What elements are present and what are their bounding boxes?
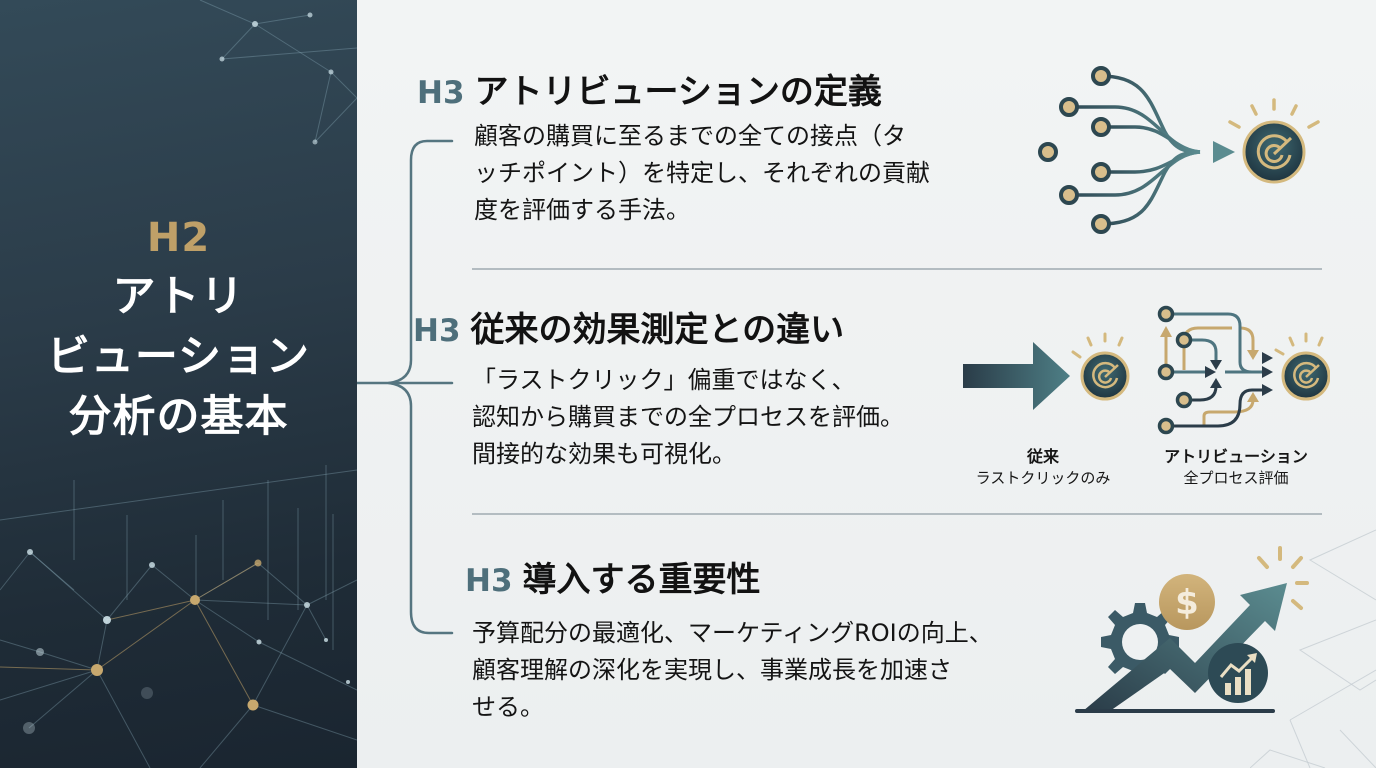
attribution-sublabel: 全プロセス評価 bbox=[1183, 469, 1289, 487]
section-3-body: 予算配分の最適化、マーケティングROIの向上、 顧客理解の深化を実現し、事業成長… bbox=[472, 619, 993, 721]
content-background bbox=[357, 0, 1376, 768]
bracket-connector-icon bbox=[357, 139, 454, 635]
section-2-title: 従来の効果測定との違い bbox=[470, 310, 845, 350]
attribution-label: アトリビューション bbox=[1164, 447, 1308, 466]
section-2-heading: H3 従来の効果測定との違い bbox=[413, 302, 844, 351]
section-divider bbox=[472, 513, 1322, 515]
h2-title: アトリ ビューション 分析の基本 bbox=[46, 272, 311, 442]
traditional-label: 従来 bbox=[1026, 447, 1059, 466]
section-3-title: 導入する重要性 bbox=[522, 560, 761, 600]
section-3-heading: H3 導入する重要性 bbox=[465, 552, 761, 601]
section-1-body: 顧客の購買に至るまでの全ての接点（タ ッチポイント）を特定し、それぞれの貢献 度… bbox=[474, 122, 930, 224]
touchpoints-converging-to-target-icon bbox=[1038, 66, 1320, 234]
h2-tag: H2 bbox=[146, 215, 211, 261]
comparison-attribution-caption: アトリビューション 全プロセス評価 bbox=[1138, 446, 1334, 488]
background-polygon-decoration-icon bbox=[1250, 529, 1376, 768]
single-arrow-to-target-icon bbox=[963, 332, 1130, 410]
section-1-title: アトリビューションの定義 bbox=[474, 72, 882, 112]
growth-arrow-gear-dollar-icon: $ bbox=[1075, 546, 1309, 713]
multi-path-to-target-icon bbox=[1157, 305, 1330, 435]
h3-tag: H3 bbox=[417, 75, 465, 111]
sidebar-panel: H2 アトリ ビューション 分析の基本 bbox=[0, 0, 357, 768]
section-1-heading: H3 アトリビューションの定義 bbox=[417, 64, 882, 113]
section-divider bbox=[472, 268, 1322, 270]
sidebar-heading: H2 アトリ ビューション 分析の基本 bbox=[0, 215, 357, 447]
h3-tag: H3 bbox=[465, 563, 513, 599]
h3-tag: H3 bbox=[413, 313, 461, 349]
network-background-icon bbox=[0, 0, 357, 768]
traditional-sublabel: ラストクリックのみ bbox=[975, 469, 1111, 487]
dollar-icon: $ bbox=[1175, 583, 1199, 623]
section-2-body: 「ラストクリック」偏重ではなく、 認知から購買までの全プロセスを評価。 間接的な… bbox=[472, 366, 904, 468]
comparison-traditional-caption: 従来 ラストクリックのみ bbox=[958, 446, 1128, 488]
